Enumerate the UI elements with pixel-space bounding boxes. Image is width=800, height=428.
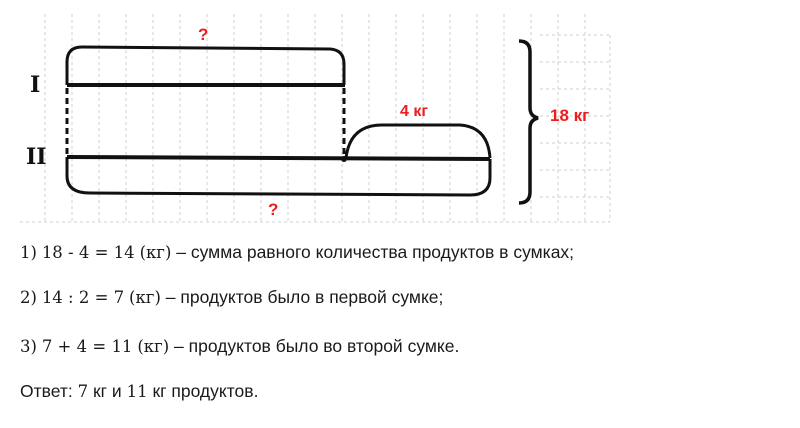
total-label: 18 кг [550,106,589,125]
arc-first-bag [65,45,346,85]
answer-line: Ответ: 7 кг и 11 кг продуктов. [20,381,259,401]
row-label-2: II [26,144,47,170]
row-label-1: I [30,72,40,98]
segment-diagram: I II ? ? 4 кг 18 кг [0,0,620,230]
grid [20,14,611,223]
difference-label: 4 кг [400,103,428,120]
question-mark-top: ? [198,25,208,44]
solution-step-3: 3) 7 + 4 = 11 (кг) – продуктов было во в… [20,336,460,356]
arc-difference [344,123,492,159]
total-brace [518,39,539,205]
solution-step-1: 1) 18 - 4 = 14 (кг) – сумма равного коли… [20,242,575,262]
question-mark-bottom: ? [268,200,278,219]
solution-step-2: 2) 14 : 2 = 7 (кг) – продуктов было в пе… [20,287,444,307]
diagram-svg: I II ? ? 4 кг 18 кг [20,14,611,223]
arc-second-bag [65,157,492,197]
segment-second-bag [66,155,491,161]
